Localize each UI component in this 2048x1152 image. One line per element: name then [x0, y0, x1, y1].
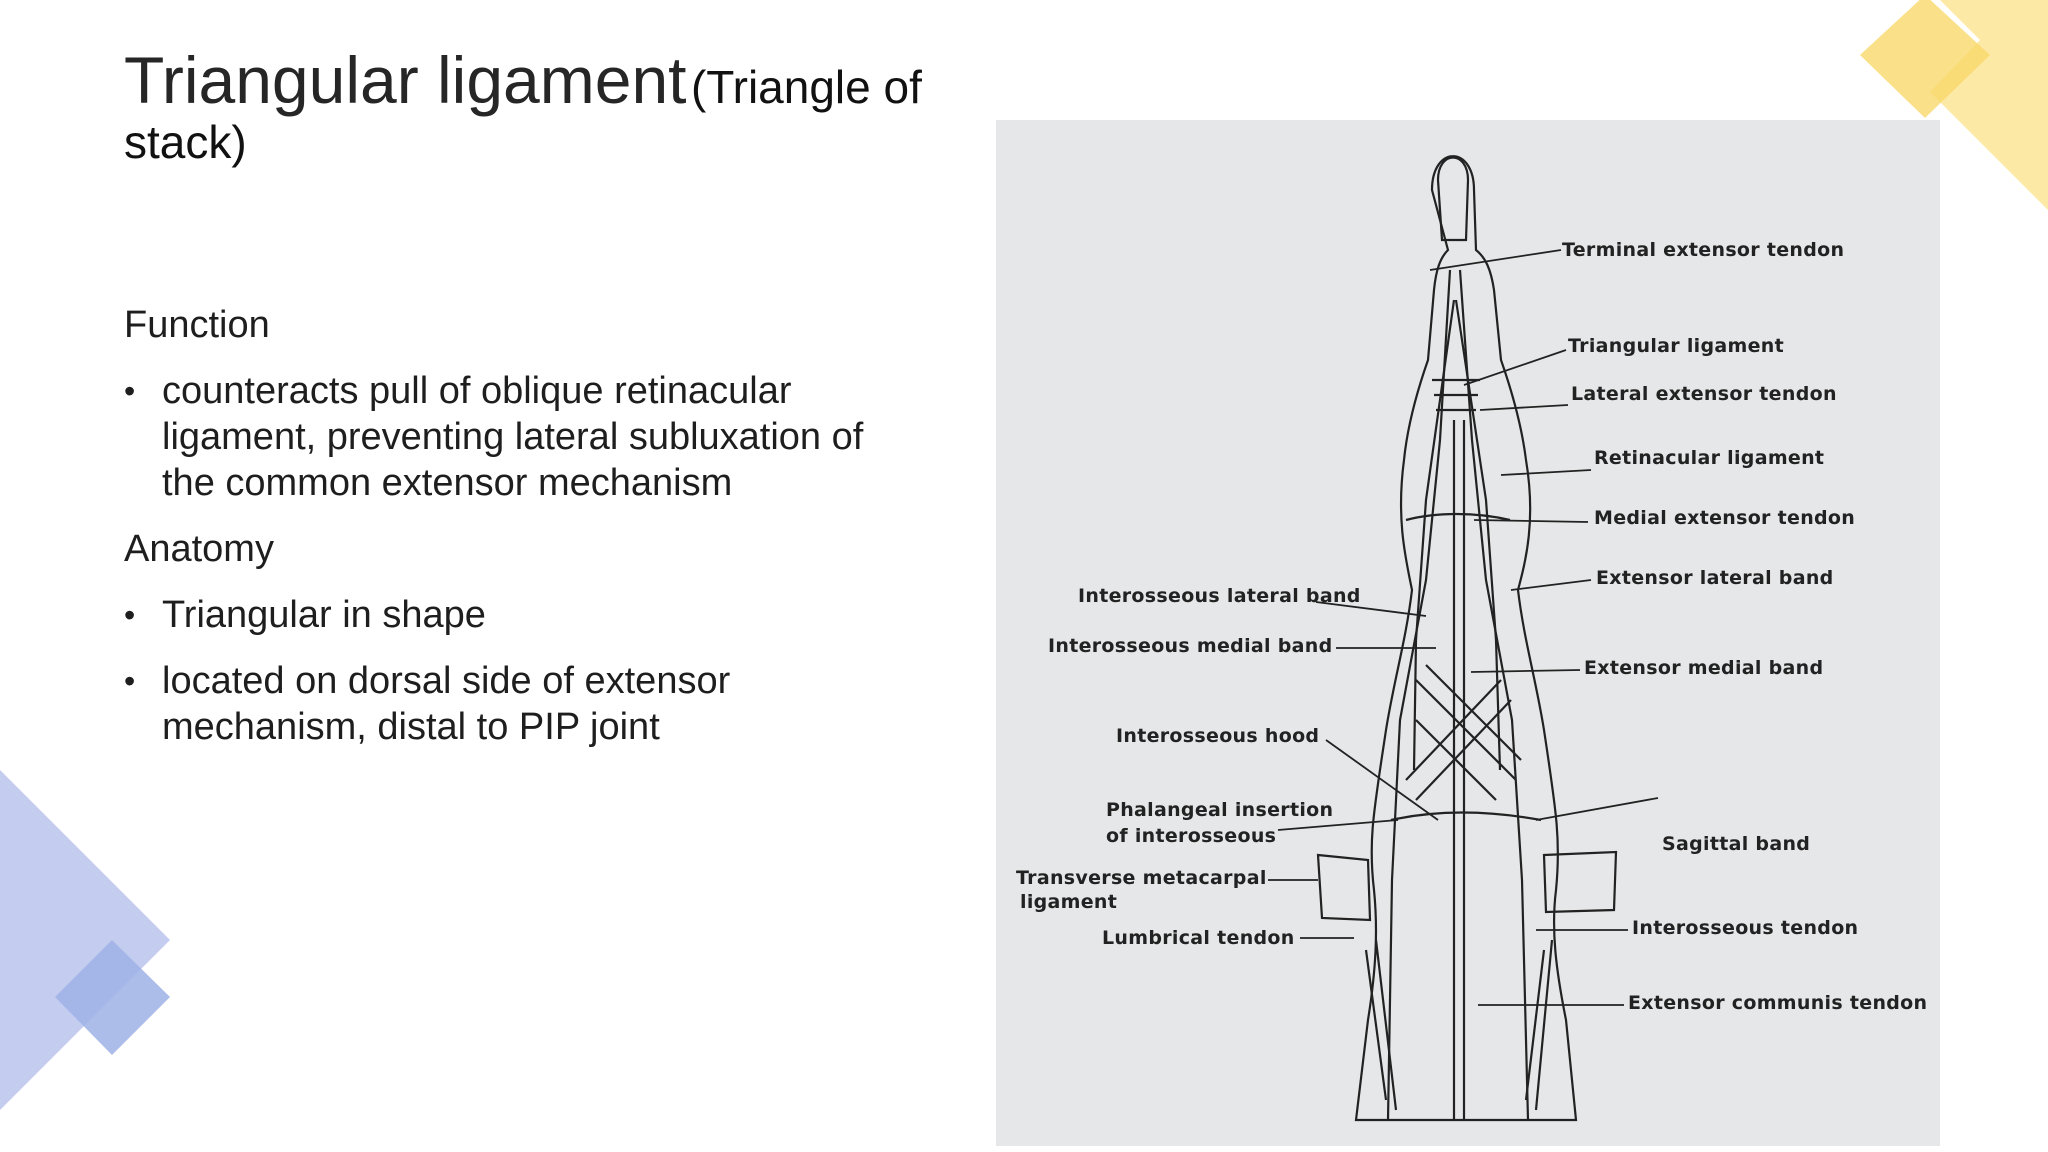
- label-medial-extensor-tendon: Medial extensor tendon: [1594, 507, 1855, 529]
- anatomy-heading: Anatomy: [124, 528, 274, 570]
- label-interosseous-medial-band: Interosseous medial band: [1048, 635, 1333, 657]
- anatomy-bullet: • located on dorsal side of extensor mec…: [124, 658, 924, 750]
- label-lateral-extensor-tendon: Lateral extensor tendon: [1571, 383, 1837, 405]
- title-main: Triangular ligament: [124, 43, 687, 117]
- function-heading: Function: [124, 304, 270, 346]
- function-bullet: • counteracts pull of oblique retinacula…: [124, 368, 924, 506]
- yellow-diamond: [1860, 0, 1990, 118]
- bullet-text: Triangular in shape: [162, 594, 486, 636]
- label-terminal-extensor-tendon: Terminal extensor tendon: [1562, 239, 1844, 261]
- top-right-decoration: [1860, 0, 2048, 210]
- label-phalangeal-insertion: Phalangeal insertion: [1106, 799, 1333, 821]
- finger-drawing: Terminal extensor tendon Triangular liga…: [1016, 155, 1927, 1122]
- label-interosseous-hood: Interosseous hood: [1116, 725, 1319, 747]
- label-interosseous-tendon: Interosseous tendon: [1632, 917, 1858, 939]
- title-subtitle: (Triangle of stack): [124, 61, 922, 168]
- label-triangular-ligament: Triangular ligament: [1568, 335, 1784, 357]
- label-ligament: ligament: [1020, 891, 1117, 913]
- label-of-interosseous: of interosseous: [1106, 825, 1276, 847]
- label-retinacular-ligament: Retinacular ligament: [1594, 447, 1824, 469]
- label-extensor-lateral-band: Extensor lateral band: [1596, 567, 1834, 589]
- label-extensor-communis-tendon: Extensor communis tendon: [1628, 992, 1927, 1014]
- label-transverse-metacarpal: Transverse metacarpal: [1016, 867, 1267, 889]
- blue-diamond: [55, 940, 170, 1055]
- finger-extensor-diagram: Terminal extensor tendon Triangular liga…: [996, 120, 1940, 1146]
- label-lumbrical-tendon: Lumbrical tendon: [1102, 927, 1295, 949]
- label-interosseous-lateral-band: Interosseous lateral band: [1078, 585, 1361, 607]
- anatomy-bullet: • Triangular in shape: [124, 592, 924, 638]
- blue-diamond-light: [0, 770, 170, 1110]
- bullet-text: located on dorsal side of extensor mecha…: [162, 660, 731, 748]
- label-extensor-medial-band: Extensor medial band: [1584, 657, 1823, 679]
- bullet-dot: •: [124, 373, 136, 409]
- bullet-dot: •: [124, 597, 136, 633]
- slide-body: Function • counteracts pull of oblique r…: [124, 302, 924, 770]
- leader-lines: [1268, 249, 1659, 1006]
- finger-outline: [1316, 155, 1618, 1122]
- yellow-diamond-light: [1880, 0, 2048, 210]
- label-sagittal-band: Sagittal band: [1662, 833, 1810, 855]
- bullet-text: counteracts pull of oblique retinacular …: [162, 370, 864, 504]
- bottom-left-decoration: [0, 770, 170, 1110]
- bullet-dot: •: [124, 663, 136, 699]
- slide-title: Triangular ligament (Triangle of stack): [124, 44, 924, 167]
